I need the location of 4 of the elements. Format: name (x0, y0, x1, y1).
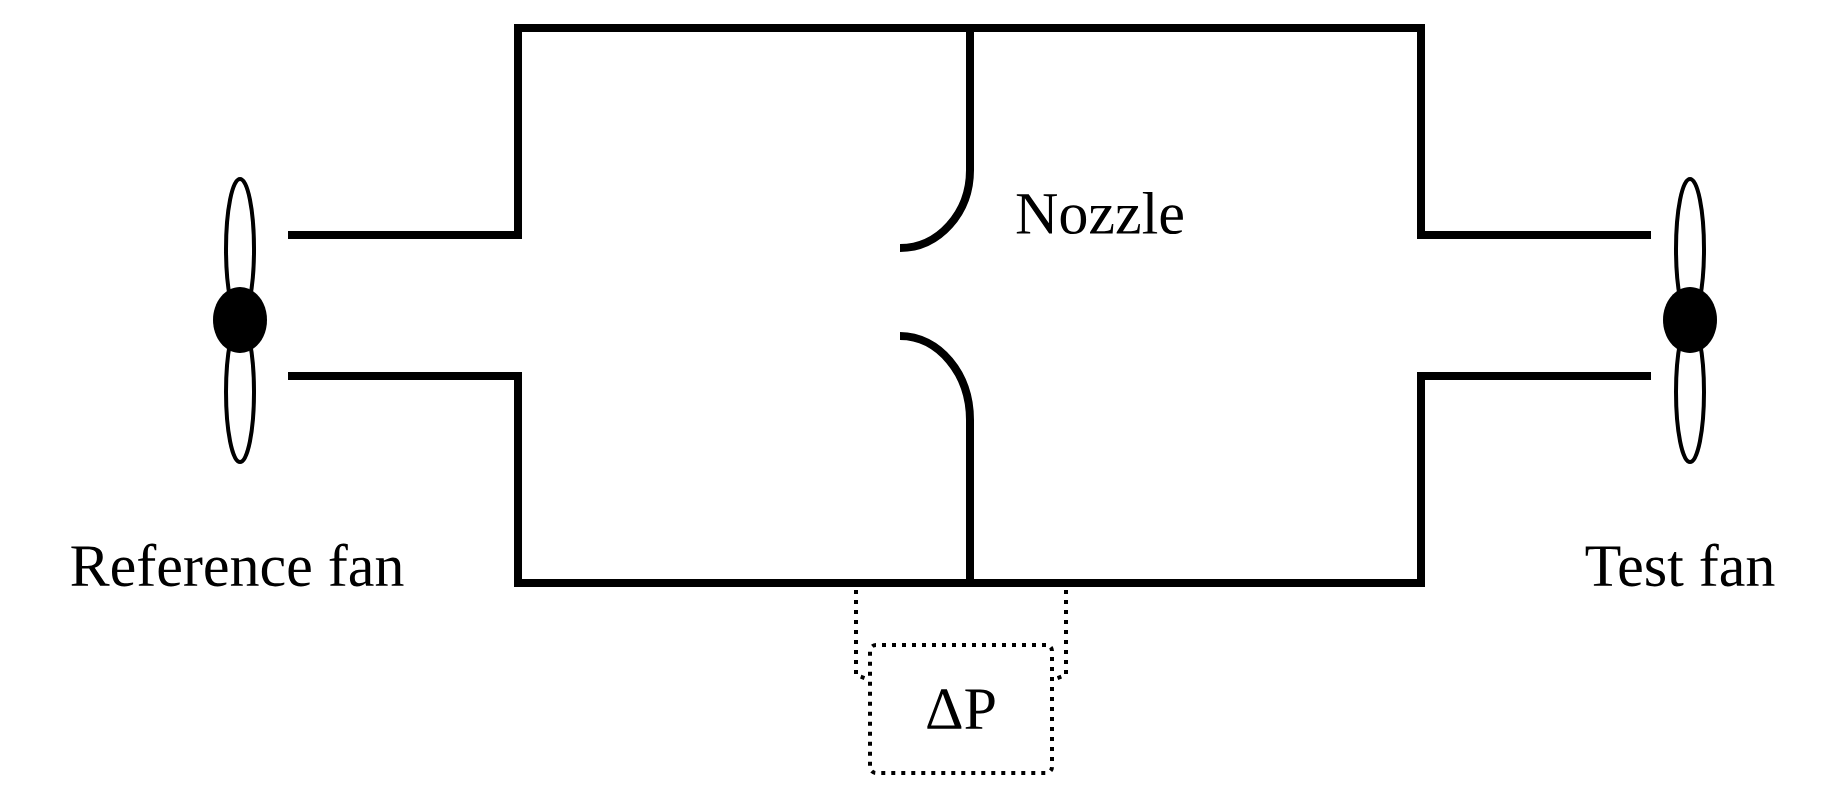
nozzle-label: Nozzle (1016, 191, 1183, 235)
fan-label: Reference fan (71, 543, 404, 587)
fan-label: Test fan (1585, 543, 1775, 587)
pressure-box: ΔP (868, 643, 1054, 775)
